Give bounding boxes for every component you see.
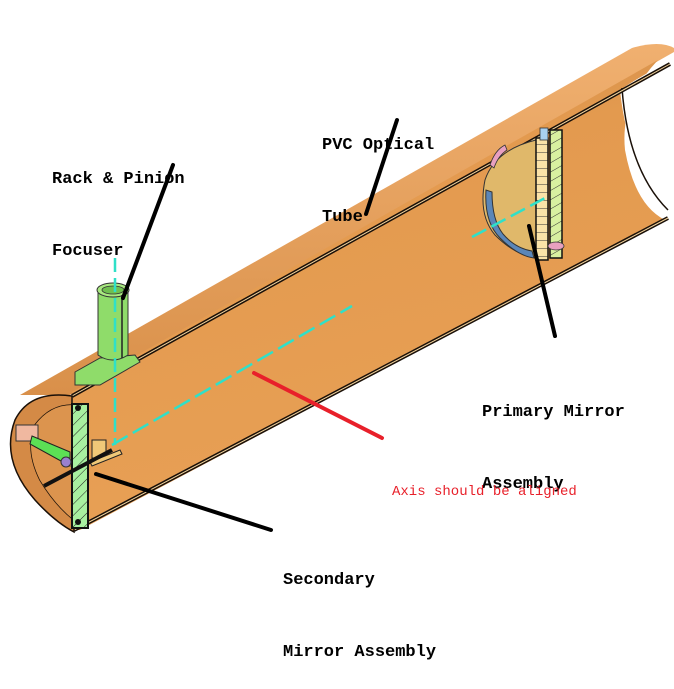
- secondary-knob: [60, 456, 72, 468]
- tube-bottom-edge-highlight: [73, 217, 669, 531]
- telescope-diagram: [9, 44, 674, 534]
- leader-axis-annotation: [252, 371, 384, 440]
- bolt: [75, 519, 81, 525]
- label-line: Secondary: [283, 571, 375, 590]
- tube-far-opening: [620, 60, 674, 205]
- tube-near-interior: [31, 405, 74, 520]
- label-rack-pinion-focuser: Rack & Pinion Focuser: [52, 120, 185, 288]
- label-line: Assembly: [482, 475, 564, 494]
- tube-top-surface: [20, 44, 674, 395]
- label-line: PVC Optical: [322, 136, 435, 155]
- optical-axis-main: [111, 304, 353, 447]
- optical-axis-primary: [471, 196, 546, 239]
- primary-foot: [547, 241, 565, 251]
- collimation-rod: [43, 448, 113, 488]
- tube-top-edge-highlight: [71, 63, 671, 397]
- leader-rack-pinion: [121, 163, 175, 300]
- leader-secondary-mirror: [94, 472, 273, 532]
- mirror-cell-pink-top: [489, 144, 508, 169]
- secondary-holder-base: [89, 449, 123, 467]
- spider-vane: [29, 435, 71, 467]
- label-line: Mirror Assembly: [283, 643, 437, 662]
- label-line: Tube: [322, 208, 363, 227]
- annotation-axis-aligned: Axis should be aligned: [392, 432, 577, 528]
- label-pvc-optical-tube: PVC Optical Tube: [322, 86, 434, 254]
- label-line: Focuser: [52, 242, 124, 261]
- label-line: Rack & Pinion: [52, 170, 185, 189]
- bolt: [75, 405, 81, 411]
- leader-pvc-tube: [364, 118, 399, 216]
- primary-rear-plate: [549, 129, 563, 259]
- label-line: Primary Mirror: [482, 403, 625, 422]
- tube-far-rim: [621, 87, 669, 211]
- label-primary-mirror-assembly: Primary Mirror Assembly: [482, 353, 625, 521]
- leader-primary-mirror: [527, 224, 557, 338]
- primary-clip: [539, 127, 549, 141]
- label-secondary-mirror-assembly: Secondary Mirror Assembly: [283, 521, 436, 689]
- annotation-text: Axis should be aligned: [392, 484, 577, 500]
- focuser-tube: [97, 289, 129, 361]
- focuser-base: [74, 354, 141, 386]
